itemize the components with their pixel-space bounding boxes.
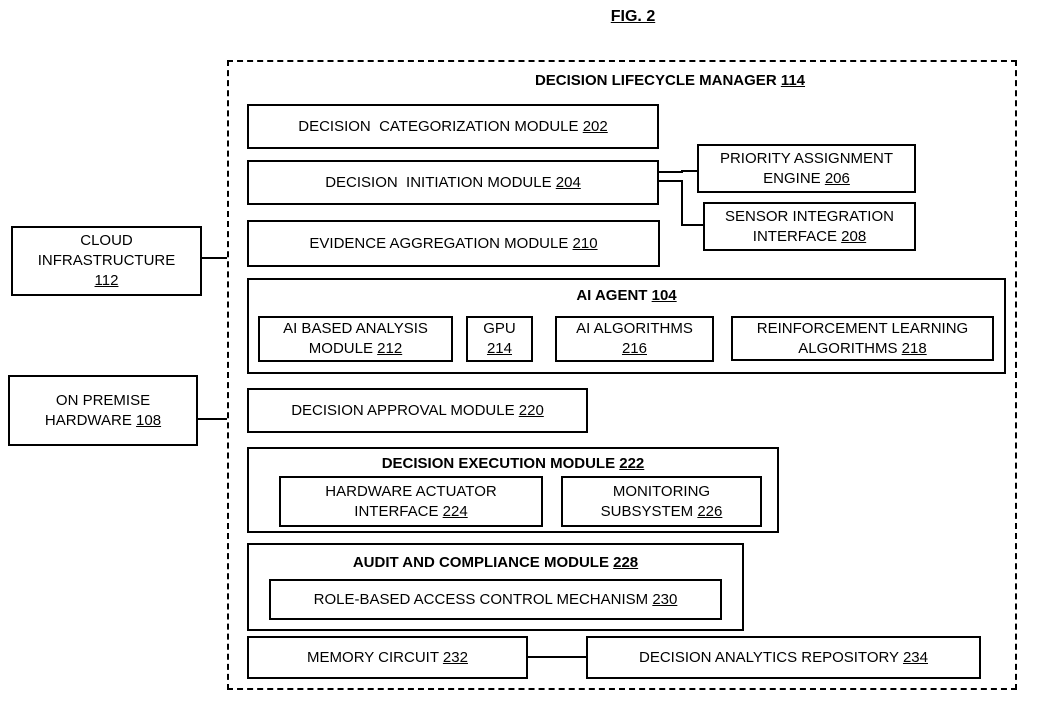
priority-line1: PRIORITY ASSIGNMENT xyxy=(720,149,893,169)
connector-initiation-sensor-h1 xyxy=(658,180,683,182)
decision-analytics-repository: DECISION ANALYTICS REPOSITORY 234 xyxy=(586,636,981,679)
connector-initiation-priority-h2 xyxy=(681,170,697,172)
on-premise-line2: HARDWARE xyxy=(45,412,132,429)
approval-ref: 220 xyxy=(519,402,544,419)
role-based-access-control-mechanism: ROLE-BASED ACCESS CONTROL MECHANISM 230 xyxy=(269,579,722,620)
decision-approval-module: DECISION APPROVAL MODULE 220 xyxy=(247,388,588,433)
actuator-ref: 224 xyxy=(443,503,468,520)
manager-ref: 114 xyxy=(781,72,805,89)
actuator-line1: HARDWARE ACTUATOR xyxy=(325,482,496,502)
connector-initiation-priority-h1 xyxy=(658,171,683,173)
approval-label: DECISION APPROVAL MODULE xyxy=(291,402,514,419)
ai-agent-ref: 104 xyxy=(652,287,677,304)
algorithms-line1: AI ALGORITHMS xyxy=(576,319,693,339)
initiation-ref: 204 xyxy=(556,174,581,191)
figure-title: FIG. 2 xyxy=(583,8,683,26)
gpu-box: GPU 214 xyxy=(466,316,533,362)
reinforcement-line1: REINFORCEMENT LEARNING xyxy=(757,319,968,339)
audit-title: AUDIT AND COMPLIANCE MODULE 228 xyxy=(249,554,742,571)
gpu-line1: GPU xyxy=(483,319,516,339)
initiation-label: DECISION INITIATION MODULE xyxy=(325,174,551,191)
connector-initiation-sensor-h2 xyxy=(681,224,703,226)
memory-label: MEMORY CIRCUIT xyxy=(307,649,439,666)
sensor-integration-interface: SENSOR INTEGRATION INTERFACE 208 xyxy=(703,202,916,251)
sensor-ref: 208 xyxy=(841,228,866,245)
memory-circuit: MEMORY CIRCUIT 232 xyxy=(247,636,528,679)
hardware-actuator-interface: HARDWARE ACTUATOR INTERFACE 224 xyxy=(279,476,543,527)
priority-ref: 206 xyxy=(825,170,850,187)
decision-categorization-module: DECISION CATEGORIZATION MODULE 202 xyxy=(247,104,659,149)
analytics-ref: 234 xyxy=(903,649,928,666)
rbac-ref: 230 xyxy=(652,591,677,608)
decision-lifecycle-manager-title: DECISION LIFECYCLE MANAGER 114 xyxy=(227,72,1038,89)
sensor-line1: SENSOR INTEGRATION xyxy=(725,207,894,227)
monitoring-line2: SUBSYSTEM xyxy=(601,503,694,520)
connector-cloud xyxy=(200,257,227,259)
algorithms-ref: 216 xyxy=(576,339,693,359)
reinforcement-ref: 218 xyxy=(902,340,927,357)
sensor-line2: INTERFACE xyxy=(753,228,837,245)
analysis-line1: AI BASED ANALYSIS xyxy=(283,319,428,339)
ai-based-analysis-module: AI BASED ANALYSIS MODULE 212 xyxy=(258,316,453,362)
analysis-line2: MODULE xyxy=(309,340,373,357)
evidence-aggregation-module: EVIDENCE AGGREGATION MODULE 210 xyxy=(247,220,660,267)
categorization-ref: 202 xyxy=(583,118,608,135)
ai-agent-title: AI AGENT 104 xyxy=(249,287,1004,304)
cloud-infrastructure-box: CLOUD INFRASTRUCTURE 112 xyxy=(11,226,202,296)
monitoring-subsystem: MONITORING SUBSYSTEM 226 xyxy=(561,476,762,527)
reinforcement-learning-algorithms-box: REINFORCEMENT LEARNING ALGORITHMS 218 xyxy=(731,316,994,361)
execution-label: DECISION EXECUTION MODULE xyxy=(382,455,615,472)
on-premise-line1: ON PREMISE xyxy=(45,391,161,411)
connector-initiation-sensor-v xyxy=(681,180,683,226)
priority-assignment-engine: PRIORITY ASSIGNMENT ENGINE 206 xyxy=(697,144,916,193)
cloud-line2: INFRASTRUCTURE xyxy=(38,251,176,271)
analytics-label: DECISION ANALYTICS REPOSITORY xyxy=(639,649,899,666)
analysis-ref: 212 xyxy=(377,340,402,357)
ai-algorithms-box: AI ALGORITHMS 216 xyxy=(555,316,714,362)
manager-label: DECISION LIFECYCLE MANAGER xyxy=(535,72,777,89)
on-premise-hardware-box: ON PREMISE HARDWARE 108 xyxy=(8,375,198,446)
rbac-label: ROLE-BASED ACCESS CONTROL MECHANISM xyxy=(314,591,649,608)
evidence-ref: 210 xyxy=(573,235,598,252)
monitoring-ref: 226 xyxy=(697,503,722,520)
connector-memory-analytics xyxy=(526,656,586,658)
cloud-ref: 112 xyxy=(38,271,176,291)
reinforcement-line2: ALGORITHMS xyxy=(798,340,897,357)
priority-line2: ENGINE xyxy=(763,170,821,187)
audit-ref: 228 xyxy=(613,554,638,571)
actuator-line2: INTERFACE xyxy=(354,503,438,520)
monitoring-line1: MONITORING xyxy=(601,482,723,502)
execution-title: DECISION EXECUTION MODULE 222 xyxy=(249,455,777,472)
audit-label: AUDIT AND COMPLIANCE MODULE xyxy=(353,554,609,571)
ai-agent-label: AI AGENT xyxy=(576,287,647,304)
on-premise-ref: 108 xyxy=(136,412,161,429)
memory-ref: 232 xyxy=(443,649,468,666)
decision-initiation-module: DECISION INITIATION MODULE 204 xyxy=(247,160,659,205)
categorization-label: DECISION CATEGORIZATION MODULE xyxy=(298,118,578,135)
connector-on-premise xyxy=(197,418,227,420)
execution-ref: 222 xyxy=(619,455,644,472)
evidence-label: EVIDENCE AGGREGATION MODULE xyxy=(309,235,568,252)
gpu-ref: 214 xyxy=(483,339,516,359)
cloud-line1: CLOUD xyxy=(38,231,176,251)
